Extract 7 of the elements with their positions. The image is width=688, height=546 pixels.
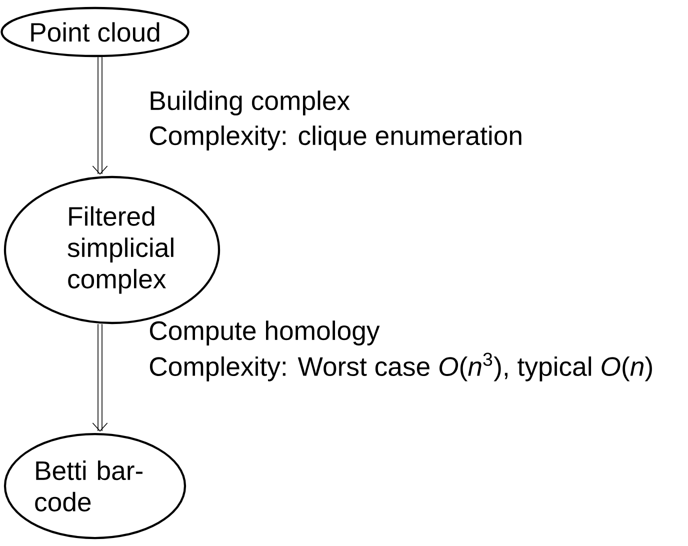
complexity-note: Complexity: clique enumeration (150, 126, 522, 150)
double-arrow (92, 324, 108, 432)
ellipse-node: Betti bar-code (4, 432, 186, 540)
double-arrow (92, 56, 108, 175)
complexity-note: Complexity: Worst case O(n$^{3}$), typical O(n) (150, 352, 652, 382)
edge-label: Building complex (150, 90, 350, 116)
ellipse-node: Point cloud (0, 6, 190, 58)
